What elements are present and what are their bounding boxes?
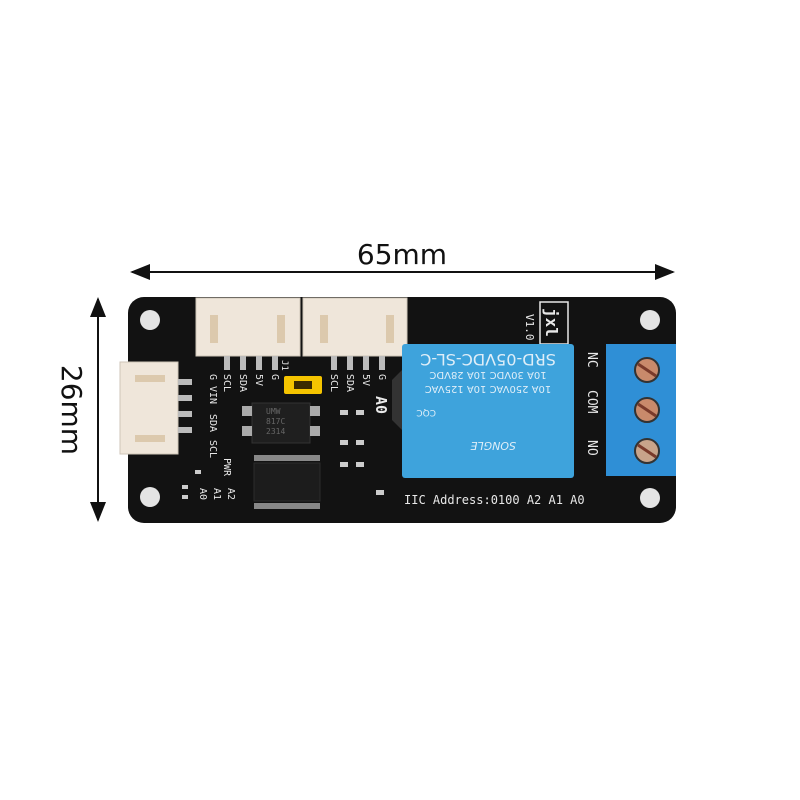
screw-terminal	[606, 344, 676, 476]
logo: jxl	[542, 308, 561, 337]
address-pin-label: A0	[197, 488, 208, 500]
side-pin-label: VIN	[207, 386, 218, 404]
relay: SRD-05VDC-SL-C 10A 30VDC 10A 28VDC 10A 2…	[392, 344, 574, 478]
jumper-label: J1	[279, 360, 289, 371]
side-connector	[119, 361, 192, 455]
top-connector-1	[195, 297, 301, 357]
address-pin-label: A1	[211, 488, 222, 500]
relay-rating: 10A 250VAC 10A 125VAC	[425, 383, 552, 394]
width-label: 65mm	[357, 238, 447, 271]
side-pin-label: G	[207, 374, 218, 380]
height-label: 26mm	[55, 365, 88, 455]
relay-rating: 10A 30VDC 10A 28VDC	[429, 369, 546, 380]
pin-label: G	[269, 374, 280, 380]
pin-label: SDA	[344, 374, 355, 392]
terminal-label-no: NO	[584, 440, 599, 456]
relay-model: SRD-05VDC-SL-C	[420, 350, 556, 369]
pwr-label: PWR	[221, 458, 232, 477]
pin-label: SDA	[237, 374, 248, 392]
pin-label: G	[376, 374, 387, 380]
pin-label: 5V	[253, 374, 264, 386]
pin-label: SCL	[221, 374, 232, 392]
version-label: V1.0	[523, 314, 536, 341]
side-pin-label: SDA	[207, 414, 218, 432]
smd-components	[182, 410, 384, 499]
mounting-holes	[140, 310, 660, 508]
pin-label: 5V	[360, 374, 371, 386]
top-connector-2	[302, 297, 408, 357]
relay-cert: CQC	[416, 407, 436, 417]
address-pin-label: A2	[225, 488, 236, 500]
optocoupler-chip: UMW 817C 2314	[242, 402, 320, 444]
terminal-label-nc: NC	[584, 352, 599, 368]
chip-marking: 2314	[266, 427, 285, 436]
relay-brand: SONGLE	[470, 439, 516, 452]
io-expander-chip	[253, 455, 321, 509]
terminal-label-com: COM	[584, 390, 599, 414]
side-pin-label: SCL	[207, 440, 218, 458]
chip-marking: UMW	[266, 407, 281, 416]
iic-address-label: IIC Address:0100 A2 A1 A0	[404, 493, 585, 507]
chip-marking: 817C	[266, 417, 285, 426]
a0-label: A0	[372, 396, 390, 414]
pin-label: SCL	[328, 374, 339, 392]
